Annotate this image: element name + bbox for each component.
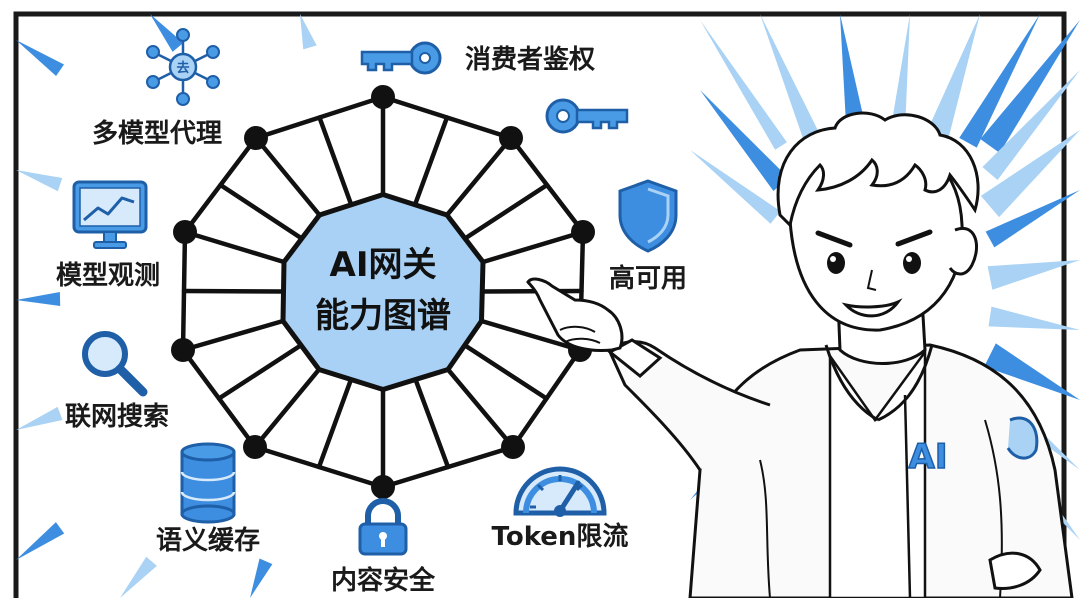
network-node [501,435,525,459]
monitor-chart-icon [72,180,148,249]
label-web-search: 联网搜索 [65,402,169,432]
label-model-observability: 模型观测 [56,261,160,291]
network-node [171,338,195,362]
center-node [280,191,486,393]
shield-icon [618,179,678,253]
network-node [499,126,523,150]
magnifier-icon [82,331,148,397]
label-semantic-cache: 语义缓存 [156,525,260,556]
network-node [243,435,267,459]
network-node [371,475,395,499]
network-node [244,126,268,150]
database-icon [180,442,236,524]
network-node [173,220,197,244]
label-content-security: 内容安全 [331,565,436,596]
center-title-line1: AI网关 [330,245,437,285]
speedometer-icon [513,466,607,517]
panel-frame [13,11,1067,598]
label-token-rate-limit: Token限流 [492,522,629,552]
key-icon-secondary [545,98,629,134]
capability-network: AI网关 能力图谱 [171,85,595,499]
label-high-availability: 高可用 [609,263,687,294]
network-node [571,220,595,244]
network-edges [180,94,586,490]
key-icon [360,41,442,75]
presenter-character: AI [526,111,1074,598]
jacket-ai-badge: AI [909,437,948,477]
network-nodes [171,85,595,499]
network-hub-badge: 去 [176,60,189,76]
padlock-icon [358,498,408,556]
center-title-line2: 能力图谱 [315,296,451,336]
network-node [371,85,395,109]
label-consumer-auth: 消费者鉴权 [465,45,595,75]
network-hub-icon: 去 [146,28,220,106]
label-multi-model-proxy: 多模型代理 [92,119,222,149]
